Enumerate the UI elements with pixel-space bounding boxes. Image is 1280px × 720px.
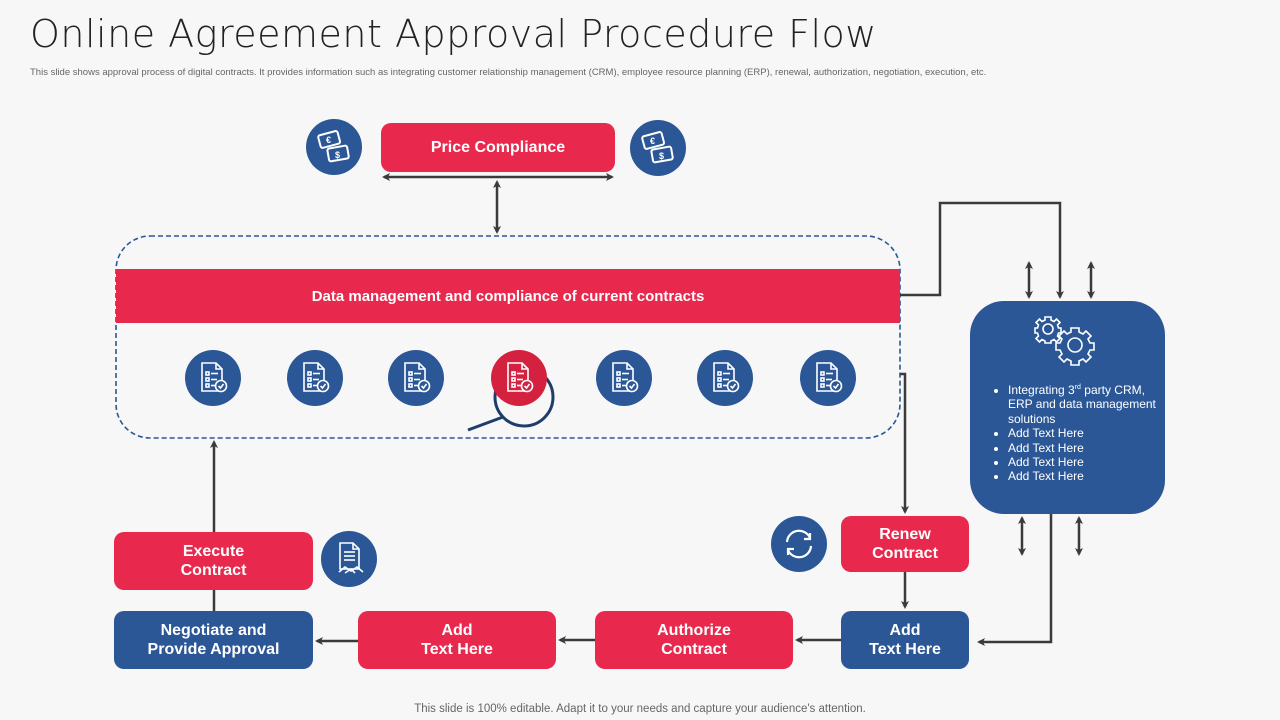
page-title: Online Agreement Approval Procedure Flow xyxy=(30,12,877,56)
renew-contract-box[interactable]: Renew Contract xyxy=(841,516,969,572)
dashed-group-border xyxy=(115,235,901,439)
price-compliance-box[interactable]: Price Compliance xyxy=(381,123,615,172)
integration-bullets: Integrating 3rd party CRM, ERP and data … xyxy=(988,381,1158,484)
negotiate-approval-box[interactable]: Negotiate and Provide Approval xyxy=(114,611,313,669)
connector-group-to-renew xyxy=(900,372,909,514)
money-icon: € $ xyxy=(641,131,674,164)
bullet-item: Integrating 3rd party CRM, ERP and data … xyxy=(1008,381,1158,426)
document-check-icon xyxy=(185,350,241,406)
integration-panel: Integrating 3rd party CRM, ERP and data … xyxy=(970,301,1165,514)
bullet-item: Add Text Here xyxy=(1008,441,1158,455)
money-icon-right: € $ xyxy=(630,120,686,176)
bullet-item: Add Text Here xyxy=(1008,426,1158,440)
refresh-icon xyxy=(785,529,813,559)
document-handshake-icon xyxy=(338,542,364,574)
svg-text:$: $ xyxy=(659,151,664,161)
document-check-icon xyxy=(491,350,547,406)
document-check-icon xyxy=(697,350,753,406)
add-text-red-box[interactable]: Add Text Here xyxy=(358,611,556,669)
svg-text:€: € xyxy=(326,135,331,145)
svg-text:€: € xyxy=(650,136,655,146)
document-check-icon xyxy=(596,350,652,406)
data-management-banner: Data management and compliance of curren… xyxy=(116,269,900,323)
add-text-blue-box[interactable]: Add Text Here xyxy=(841,611,969,669)
bullet-item: Add Text Here xyxy=(1008,469,1158,483)
money-icon: € $ xyxy=(317,130,350,163)
document-check-icon xyxy=(388,350,444,406)
bullet-item: Add Text Here xyxy=(1008,455,1158,469)
connector-banner-to-panel xyxy=(900,201,1064,299)
connector-panel-to-add xyxy=(977,514,1053,646)
money-icon-left: € $ xyxy=(306,119,362,175)
page-subtitle: This slide shows approval process of dig… xyxy=(30,67,987,78)
execute-contract-box[interactable]: Execute Contract xyxy=(114,532,313,590)
svg-text:$: $ xyxy=(335,150,340,160)
document-check-icon xyxy=(287,350,343,406)
gears-icon xyxy=(1034,316,1095,366)
footer-note: This slide is 100% editable. Adapt it to… xyxy=(414,703,866,715)
renew-icon xyxy=(771,516,827,572)
authorize-contract-box[interactable]: Authorize Contract xyxy=(595,611,793,669)
document-check-icon xyxy=(800,350,856,406)
contract-handshake-icon xyxy=(321,531,377,587)
